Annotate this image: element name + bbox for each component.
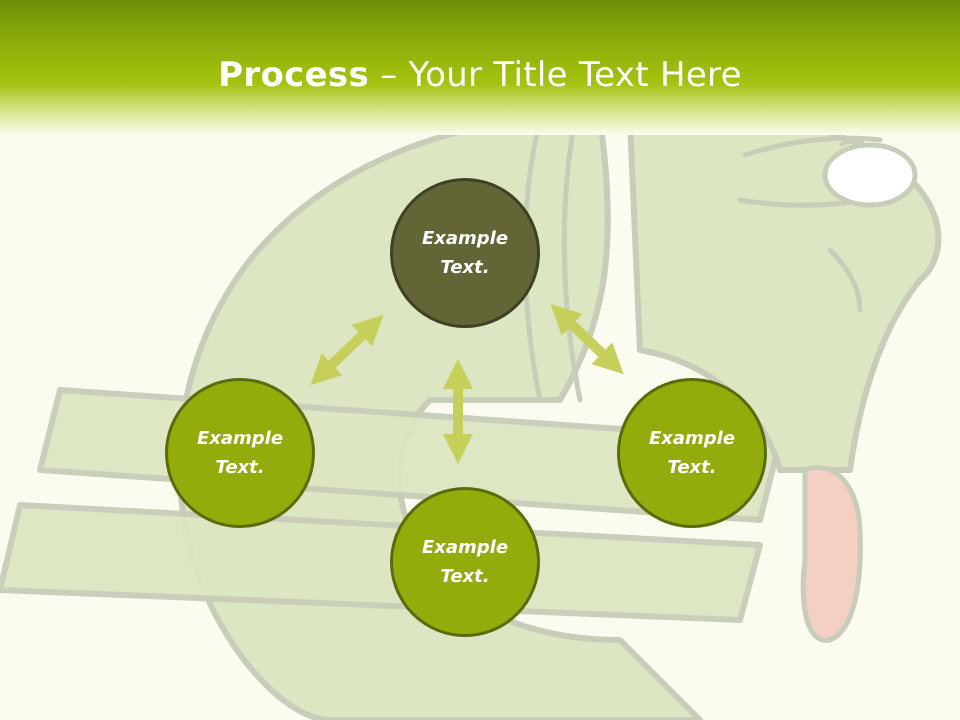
node-label: Example Text. xyxy=(421,537,509,587)
process-node-right: Example Text. xyxy=(617,378,767,528)
process-node-top: Example Text. xyxy=(390,178,540,328)
arrow-top-left xyxy=(310,314,384,386)
slide-title: Process – Your Title Text Here xyxy=(0,52,960,98)
process-node-left: Example Text. xyxy=(165,378,315,528)
arrow-top-right xyxy=(550,303,624,375)
title-bold: Process xyxy=(218,55,370,95)
node-label: Example Text. xyxy=(648,428,736,478)
node-label: Example Text. xyxy=(421,228,509,278)
header-band xyxy=(0,0,960,135)
title-rest: – Your Title Text Here xyxy=(369,55,742,95)
node-label: Example Text. xyxy=(196,428,284,478)
process-node-bottom: Example Text. xyxy=(390,487,540,637)
